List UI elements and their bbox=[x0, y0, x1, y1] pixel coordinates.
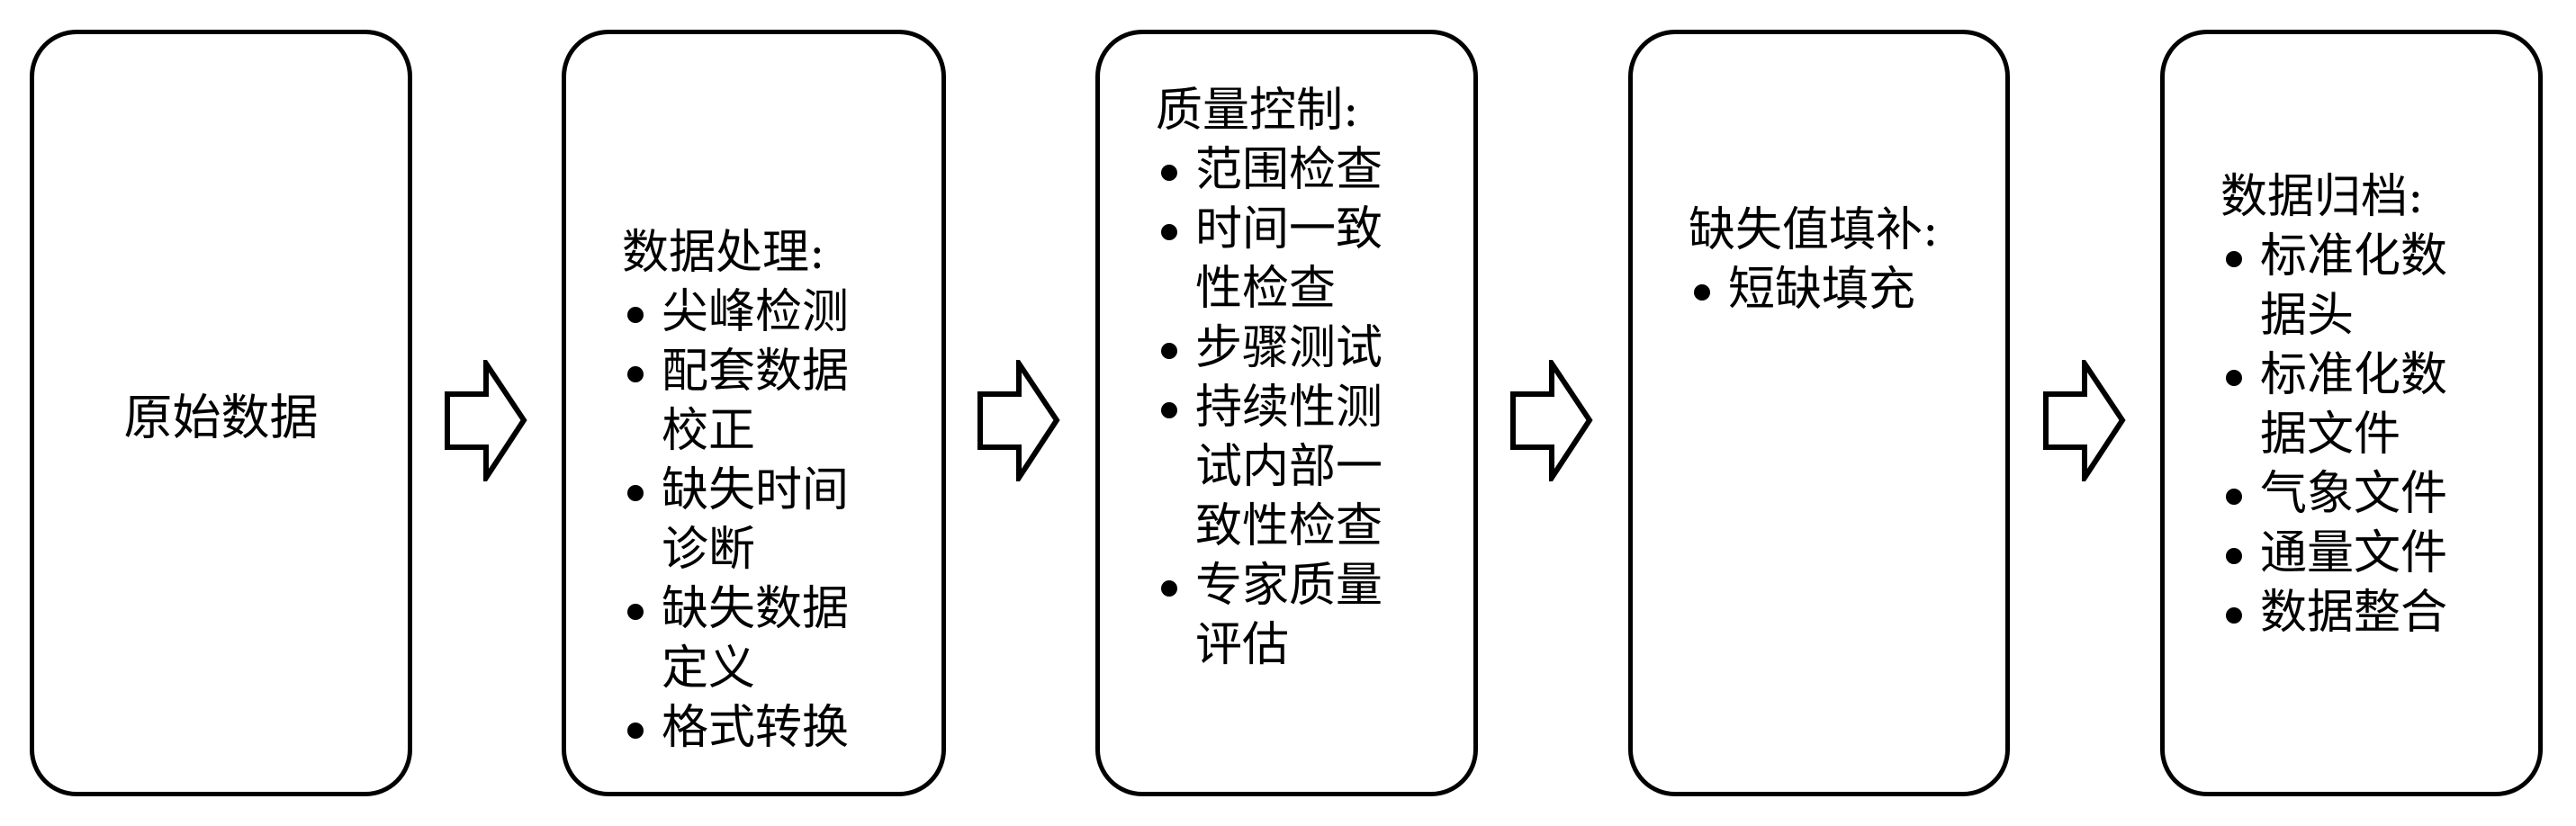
list-item-text: 缺失数据 bbox=[662, 582, 850, 636]
list-item-text: 据头 bbox=[2260, 289, 2355, 343]
list-item-text: 专家质量 bbox=[1195, 559, 1383, 613]
list-item-text: 尖峰检测 bbox=[662, 285, 850, 339]
right-arrow-icon bbox=[2043, 360, 2126, 481]
list-item-text: 据文件 bbox=[2260, 408, 2401, 462]
list-item-text: 短缺填充 bbox=[1728, 263, 1916, 317]
step-content: 数据处理: 尖峰检测配套数据校正缺失时间诊断缺失数据定义格式转换 bbox=[622, 223, 849, 758]
right-arrow-icon bbox=[1510, 360, 1593, 481]
step-title: 缺失值填补: bbox=[1689, 203, 1939, 257]
list-item: 格式转换 bbox=[622, 698, 849, 758]
list-item: 范围检查 bbox=[1156, 140, 1383, 200]
right-arrow-icon bbox=[445, 360, 527, 481]
list-item: 步骤测试 bbox=[1156, 319, 1383, 378]
list-item: 尖峰检测 bbox=[622, 283, 849, 342]
list-item: 通量文件 bbox=[2220, 524, 2447, 583]
list-item-text: 性检查 bbox=[1195, 262, 1337, 316]
list-item-text: 诊断 bbox=[662, 523, 756, 577]
step-list: 短缺填充 bbox=[1689, 260, 1939, 319]
list-item: 标准化数据头 bbox=[2220, 227, 2447, 346]
right-arrow-icon bbox=[977, 360, 1060, 481]
step-gap-filling: 缺失值填补: 短缺填充 bbox=[1628, 30, 2010, 796]
step-title: 数据归档: bbox=[2220, 170, 2424, 224]
list-item: 缺失数据定义 bbox=[622, 579, 849, 698]
step-list: 尖峰检测配套数据校正缺失时间诊断缺失数据定义格式转换 bbox=[622, 283, 849, 758]
list-item: 标准化数据文件 bbox=[2220, 346, 2447, 464]
list-item-text: 范围检查 bbox=[1195, 143, 1383, 197]
list-item-text: 评估 bbox=[1195, 618, 1290, 672]
step-data-processing: 数据处理: 尖峰检测配套数据校正缺失时间诊断缺失数据定义格式转换 bbox=[562, 30, 946, 796]
list-item-text: 致性检查 bbox=[1195, 499, 1383, 553]
step-title: 数据处理: bbox=[622, 226, 825, 280]
list-item: 专家质量评估 bbox=[1156, 556, 1383, 675]
list-item-text: 数据整合 bbox=[2260, 586, 2448, 640]
list-item-text: 配套数据 bbox=[662, 345, 850, 399]
step-content: 数据归档: 标准化数据头标准化数据文件气象文件通量文件数据整合 bbox=[2220, 167, 2447, 642]
step-list: 范围检查时间一致性检查步骤测试持续性测试内部一致性检查专家质量评估 bbox=[1156, 140, 1383, 675]
list-item-text: 持续性测 bbox=[1195, 381, 1383, 435]
list-item-text: 标准化数 bbox=[2260, 348, 2448, 402]
list-item-text: 气象文件 bbox=[2260, 467, 2448, 521]
list-item-text: 试内部一 bbox=[1195, 440, 1383, 494]
list-item: 短缺填充 bbox=[1689, 260, 1939, 319]
list-item: 持续性测试内部一致性检查 bbox=[1156, 378, 1383, 556]
list-item-text: 标准化数 bbox=[2260, 229, 2448, 283]
step-raw-data: 原始数据 bbox=[30, 30, 412, 796]
step-content: 缺失值填补: 短缺填充 bbox=[1689, 201, 1939, 319]
step-data-archiving: 数据归档: 标准化数据头标准化数据文件气象文件通量文件数据整合 bbox=[2160, 30, 2543, 796]
list-item-text: 缺失时间 bbox=[662, 463, 850, 517]
step-title: 质量控制: bbox=[1156, 84, 1359, 138]
list-item-text: 格式转换 bbox=[662, 701, 850, 755]
list-item: 配套数据校正 bbox=[622, 342, 849, 461]
list-item-text: 校正 bbox=[662, 404, 756, 458]
list-item-text: 定义 bbox=[662, 642, 756, 696]
list-item: 气象文件 bbox=[2220, 464, 2447, 524]
step-quality-control: 质量控制: 范围检查时间一致性检查步骤测试持续性测试内部一致性检查专家质量评估 bbox=[1095, 30, 1478, 796]
step-list: 标准化数据头标准化数据文件气象文件通量文件数据整合 bbox=[2220, 227, 2447, 642]
list-item-text: 时间一致 bbox=[1195, 202, 1383, 256]
list-item: 缺失时间诊断 bbox=[622, 461, 849, 579]
list-item: 时间一致性检查 bbox=[1156, 200, 1383, 319]
step-content: 质量控制: 范围检查时间一致性检查步骤测试持续性测试内部一致性检查专家质量评估 bbox=[1156, 81, 1383, 675]
list-item: 数据整合 bbox=[2220, 583, 2447, 642]
step-title: 原始数据 bbox=[123, 389, 319, 446]
list-item-text: 通量文件 bbox=[2260, 526, 2448, 580]
list-item-text: 步骤测试 bbox=[1195, 321, 1383, 375]
